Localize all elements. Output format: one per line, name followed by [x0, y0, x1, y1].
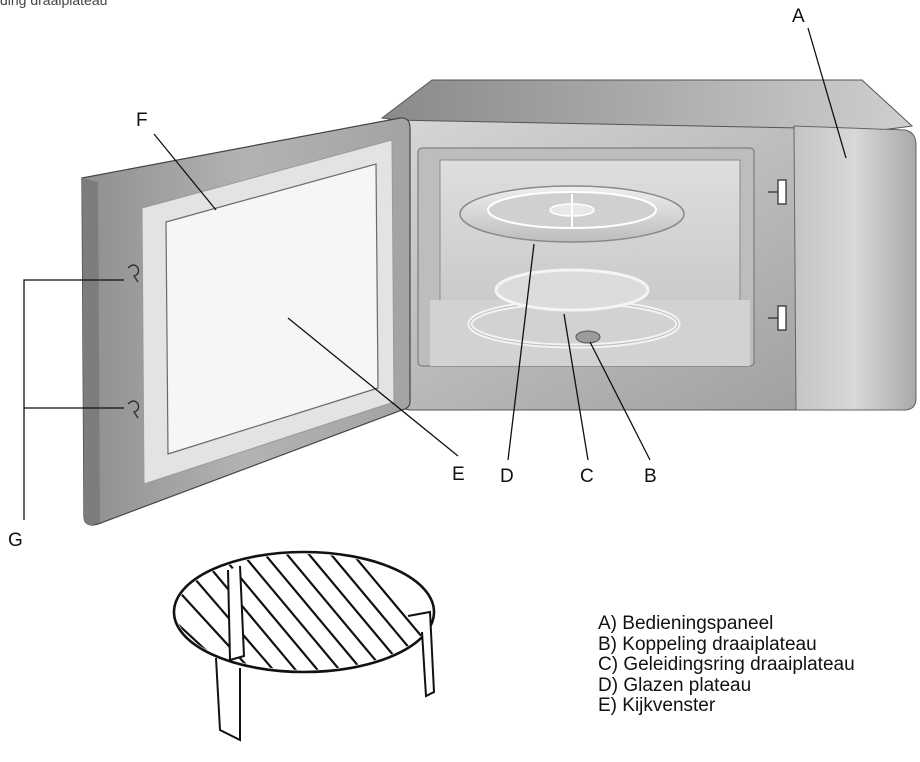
microwave-body	[382, 80, 916, 410]
turntable-coupler	[576, 331, 600, 343]
grill-rack	[130, 546, 458, 740]
microwave-door	[82, 118, 410, 525]
legend-item-c: C) Geleidingsring draaiplateau	[598, 655, 920, 676]
callout-d: D	[500, 466, 514, 488]
legend-item-b: B) Koppeling draaiplateau	[598, 635, 920, 656]
roller-support	[496, 270, 648, 310]
callout-b: B	[644, 466, 657, 488]
callout-a: A	[792, 6, 805, 28]
control-panel	[794, 126, 916, 410]
callout-c: C	[580, 466, 594, 488]
rack-bars	[130, 546, 458, 680]
callout-g: G	[8, 530, 23, 552]
legend-item-d: D) Glazen plateau	[598, 676, 920, 697]
rack-leg-left	[216, 658, 240, 740]
rack-leg-back	[228, 566, 244, 660]
legend-item-a: A) Bedieningspaneel	[598, 614, 920, 635]
callout-f: F	[136, 110, 148, 132]
parts-legend: A) Bedieningspaneel B) Koppeling draaipl…	[598, 614, 920, 717]
callout-e: E	[452, 464, 465, 486]
legend-item-e: E) Kijkvenster	[598, 696, 920, 717]
door-edge	[82, 178, 100, 525]
